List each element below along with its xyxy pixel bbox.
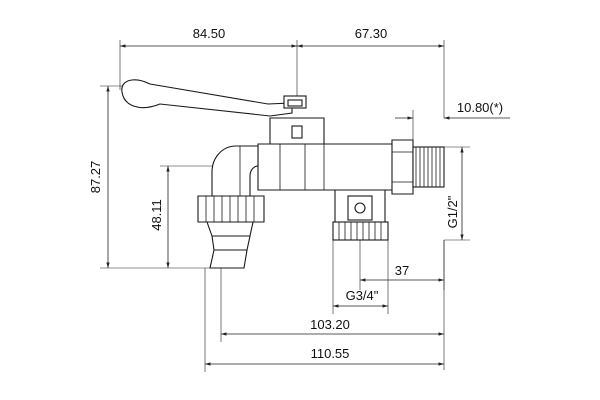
dim-outlet-span: 103.20 (310, 317, 350, 332)
lever-handle (121, 79, 293, 117)
dimension-lines (100, 40, 510, 372)
dim-overall-height: 87.27 (88, 161, 103, 194)
dim-top-right-width: 67.30 (355, 26, 388, 41)
dim-outlet-offset: 37 (395, 263, 409, 278)
dim-overall-length: 110.55 (311, 346, 350, 361)
tap-body (121, 79, 445, 269)
dim-outlet-height: 48.11 (149, 199, 164, 231)
dim-thread-outlet: G3/4" (346, 288, 379, 303)
dim-thread-inlet: G1/2" (445, 195, 460, 228)
dim-thread-length: 10.80(*) (457, 100, 503, 115)
dim-top-left-width: 84.50 (193, 26, 226, 41)
dimension-labels: 84.50 67.30 10.80(*) 87.27 48.11 G1/2" 3… (88, 26, 503, 361)
